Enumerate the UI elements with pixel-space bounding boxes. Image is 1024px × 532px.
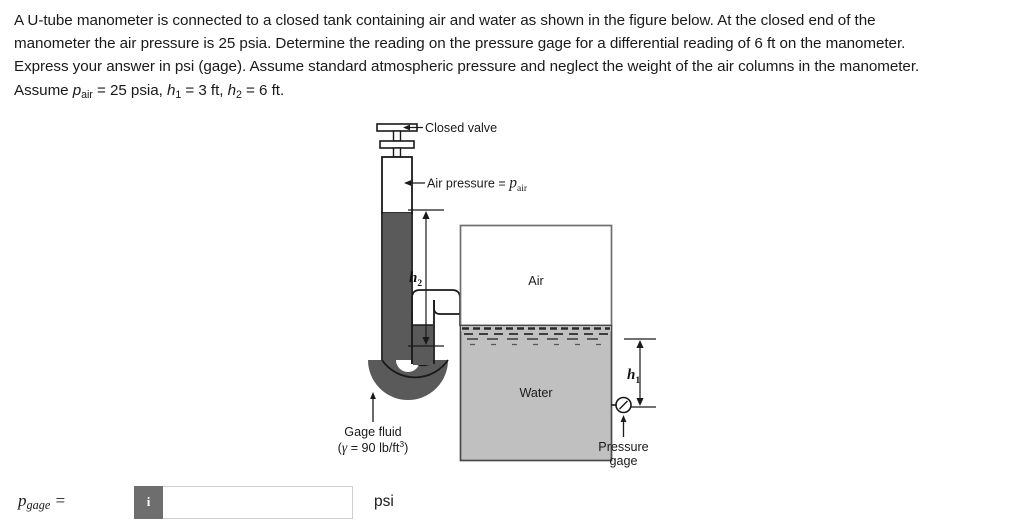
- assume-h2-value: = 6 ft.: [241, 81, 285, 99]
- answer-unit-label: psi: [374, 493, 394, 510]
- answer-input[interactable]: [163, 485, 354, 519]
- manometer-tank-figure: Closed valve Air Water: [330, 112, 720, 474]
- tank-air-region: [459, 224, 613, 327]
- u-bend-gage-fluid: [368, 358, 448, 400]
- air-pressure-leader-arrow: [404, 180, 425, 186]
- answer-label: pgage =: [18, 491, 66, 513]
- pressure-gage-icon: [611, 396, 632, 414]
- tank-water-region: [459, 324, 613, 462]
- closed-valve-icon: [376, 123, 418, 158]
- assume-h2-var: h: [227, 81, 237, 99]
- pressure-gage-label-line1: Pressure: [598, 440, 648, 454]
- problem-line-4-assumptions: Assume pair = 25 psia, h1 = 3 ft, h2 = 6…: [14, 79, 1014, 107]
- gamma-close: ): [404, 441, 408, 455]
- dimension-h2-sub: 2: [417, 279, 422, 289]
- problem-line-1: A U-tube manometer is connected to a clo…: [14, 12, 876, 29]
- gage-fluid-label: Gage fluid: [344, 425, 401, 439]
- water-surface-hatching: [461, 326, 611, 346]
- dimension-h2-var: h: [409, 270, 417, 286]
- assume-p-var: p: [72, 81, 82, 99]
- gamma-value: = 90 lb/ft: [347, 441, 400, 455]
- gamma-open: (: [338, 441, 343, 455]
- u-bend-outer-outline: [381, 359, 449, 379]
- dimension-h1-var: h: [627, 367, 635, 383]
- tank-water-label: Water: [519, 386, 552, 400]
- info-icon[interactable]: i: [134, 485, 164, 519]
- dimension-h2-label: h2: [409, 270, 422, 289]
- gage-fluid-gamma-label: (γ = 90 lb/ft3): [338, 439, 409, 455]
- connector-tube-upper-wall: [411, 289, 461, 326]
- gage-fluid-right-column: [413, 325, 433, 365]
- gamma-exponent: 3: [399, 439, 404, 449]
- answer-row: pgage = i psi: [18, 482, 394, 522]
- assume-h1-value: = 3 ft,: [181, 81, 228, 99]
- pressure-gage-leader-arrow: [620, 415, 627, 437]
- assume-prefix: Assume: [14, 81, 73, 99]
- closed-valve-leader-arrow: [403, 124, 423, 131]
- problem-statement: A U-tube manometer is connected to a clo…: [14, 9, 1014, 107]
- dimension-h1-sub: 1: [635, 376, 640, 386]
- closed-valve-label: Closed valve: [425, 121, 497, 135]
- air-pressure-sub: air: [517, 184, 528, 194]
- assume-p-sub: air: [81, 88, 93, 101]
- answer-label-sub: gage: [26, 498, 51, 513]
- gage-fluid-left-column: [383, 213, 411, 360]
- gamma-symbol: γ: [342, 440, 348, 455]
- assume-h1-sub: 1: [175, 88, 182, 101]
- dimension-h1-label: h1: [627, 367, 640, 386]
- gage-fluid-leader-arrow: [370, 392, 376, 422]
- pressure-gage-label-line2: gage: [609, 454, 637, 468]
- air-pressure-var: p: [508, 175, 517, 192]
- air-pressure-label: Air pressure = pair: [427, 175, 528, 195]
- problem-line-3: Express your answer in psi (gage). Assum…: [14, 58, 920, 76]
- manometer-air-column: [381, 156, 413, 214]
- tank-air-label: Air: [528, 274, 543, 288]
- problem-line-2: manometer the air pressure is 25 psia. D…: [14, 35, 906, 53]
- assume-p-value: = 25 psia,: [92, 81, 167, 99]
- answer-field-group: i: [134, 485, 354, 519]
- answer-label-var: p: [18, 490, 27, 510]
- air-pressure-text: Air pressure =: [427, 177, 509, 191]
- assume-h1-var: h: [166, 81, 176, 99]
- dimension-h2: [408, 209, 444, 347]
- assume-h2-sub: 2: [236, 88, 242, 101]
- answer-label-eq: =: [50, 490, 67, 510]
